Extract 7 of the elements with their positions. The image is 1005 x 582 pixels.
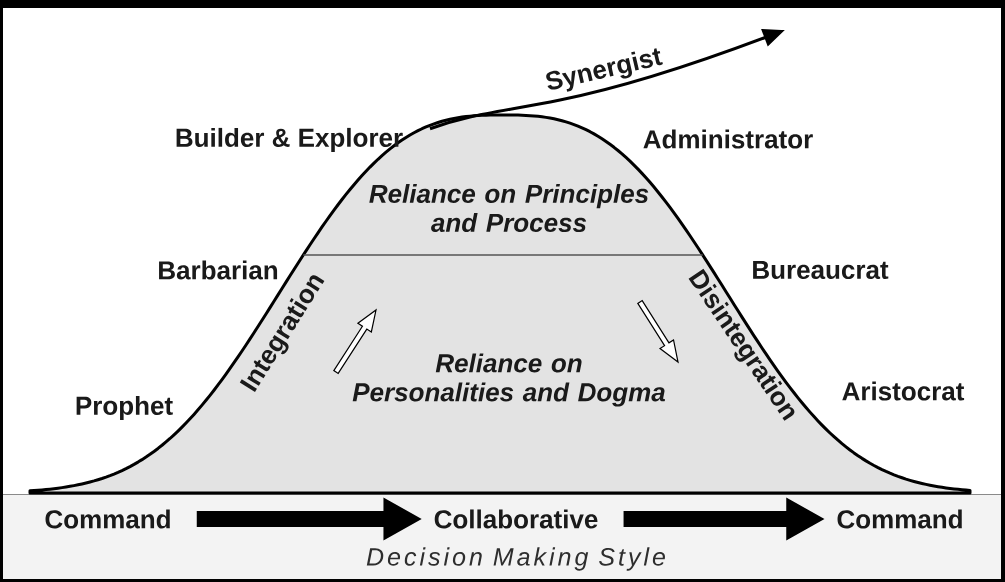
style-label: Collaborative (434, 509, 598, 529)
style-label: Command (45, 509, 170, 529)
edge-label: Synergist (546, 48, 663, 92)
stage-label: Aristocrat (842, 381, 965, 401)
stage-label: Prophet (76, 395, 173, 421)
node-label: Reliance on Principles and Process (369, 183, 649, 233)
style-label: Command (837, 509, 962, 529)
